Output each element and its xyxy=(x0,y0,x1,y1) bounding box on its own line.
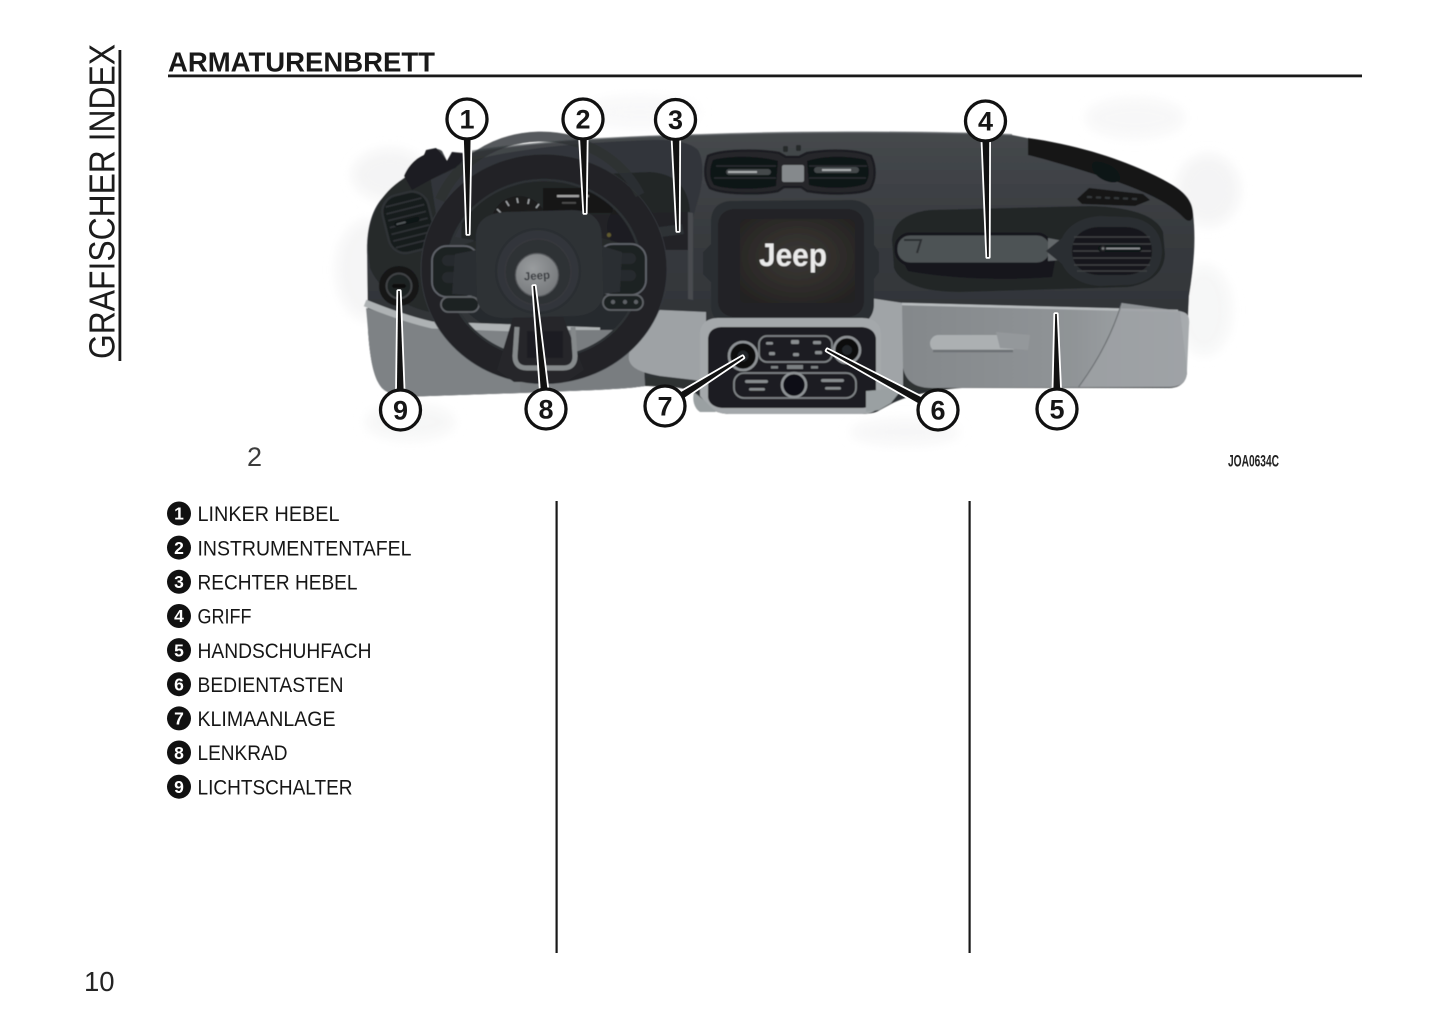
svg-text:10: 10 xyxy=(84,966,115,997)
svg-text:LENKRAD: LENKRAD xyxy=(198,742,288,765)
svg-text:7: 7 xyxy=(657,392,672,422)
svg-text:GRIFF: GRIFF xyxy=(198,606,252,629)
svg-text:5: 5 xyxy=(174,640,184,660)
svg-text:LINKER HEBEL: LINKER HEBEL xyxy=(198,503,340,526)
svg-text:5: 5 xyxy=(1049,395,1064,425)
svg-text:3: 3 xyxy=(174,572,184,592)
svg-text:9: 9 xyxy=(393,396,408,426)
svg-text:JOA0634C: JOA0634C xyxy=(1228,453,1279,471)
svg-text:6: 6 xyxy=(930,396,945,426)
svg-text:4: 4 xyxy=(978,107,993,137)
svg-text:ARMATURENBRETT: ARMATURENBRETT xyxy=(168,47,435,78)
svg-text:LICHTSCHALTER: LICHTSCHALTER xyxy=(198,776,353,799)
svg-text:BEDIENTASTEN: BEDIENTASTEN xyxy=(198,674,344,697)
svg-text:Jeep: Jeep xyxy=(759,237,827,273)
svg-text:2: 2 xyxy=(174,538,184,558)
svg-text:HANDSCHUHFACH: HANDSCHUHFACH xyxy=(198,640,372,663)
svg-text:3: 3 xyxy=(668,105,683,135)
svg-text:4: 4 xyxy=(174,606,184,626)
svg-text:Jeep: Jeep xyxy=(524,270,551,284)
svg-text:GRAFISCHER INDEX: GRAFISCHER INDEX xyxy=(82,44,123,359)
svg-text:9: 9 xyxy=(174,777,184,797)
svg-text:RECHTER HEBEL: RECHTER HEBEL xyxy=(198,572,358,595)
svg-text:2: 2 xyxy=(575,105,590,135)
svg-text:INSTRUMENTENTAFEL: INSTRUMENTENTAFEL xyxy=(198,537,412,560)
svg-text:1: 1 xyxy=(459,105,474,135)
svg-text:KLIMAANLAGE: KLIMAANLAGE xyxy=(198,708,336,731)
svg-text:1: 1 xyxy=(174,504,184,524)
svg-text:8: 8 xyxy=(538,395,553,425)
svg-text:7: 7 xyxy=(174,709,184,729)
svg-text:8: 8 xyxy=(174,743,184,763)
svg-text:6: 6 xyxy=(174,675,184,695)
svg-text:2: 2 xyxy=(247,442,262,472)
